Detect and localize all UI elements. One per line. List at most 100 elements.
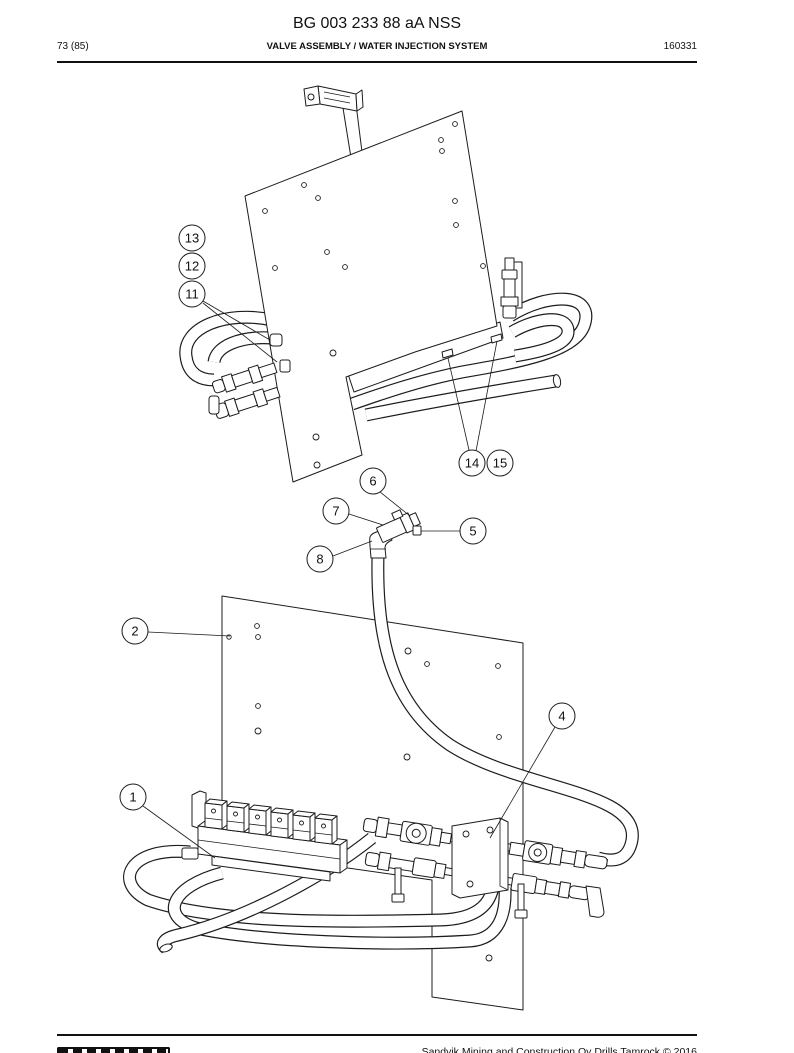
- solenoid-coils: [204, 798, 338, 845]
- coil-side: [221, 800, 228, 830]
- leader-line: [142, 805, 216, 859]
- hex-nut: [501, 269, 518, 280]
- coil-side: [331, 815, 338, 845]
- mounting-hole: [301, 182, 307, 188]
- mounting-hole: [313, 461, 321, 469]
- leader-line: [379, 491, 411, 517]
- callout-number: 6: [369, 474, 376, 489]
- lower-plate-holes: [226, 623, 502, 962]
- mounting-hole: [495, 663, 501, 669]
- callout-number: 11: [185, 287, 199, 302]
- hose-open-end: [552, 374, 562, 388]
- elbow-down: [585, 885, 605, 918]
- hex-nut: [429, 827, 443, 847]
- mounting-hole: [452, 198, 458, 204]
- clip: [391, 509, 404, 521]
- fitting-cap: [504, 257, 515, 271]
- mounting-hole: [255, 703, 261, 709]
- plug-housing: [317, 85, 358, 112]
- hose-barb: [502, 305, 517, 319]
- upper-valve-plate-assembly: [179, 85, 593, 483]
- water-hose: [372, 555, 638, 866]
- mounting-hole: [453, 222, 459, 228]
- plug-screw: [307, 93, 315, 101]
- hex-nut: [573, 850, 587, 869]
- document-number: BG 003 233 88 aA NSS: [292, 15, 462, 32]
- coil-front: [270, 811, 289, 839]
- solenoid-coil: [270, 807, 294, 839]
- plug: [412, 525, 422, 536]
- coil-band: [204, 817, 223, 821]
- valve-stem: [533, 848, 542, 857]
- bracket-hole: [486, 826, 494, 834]
- page-title: VALVE ASSEMBLY / WATER INJECTION SYSTEM: [266, 41, 488, 52]
- solenoid-coil: [292, 810, 316, 842]
- water-hose: [364, 375, 557, 421]
- mounting-hole: [404, 647, 412, 655]
- coil-screw: [211, 808, 216, 814]
- callout-circle: [119, 783, 147, 811]
- mounting-hole: [254, 623, 260, 629]
- solenoid-coil: [204, 798, 228, 830]
- coil-band: [314, 832, 333, 836]
- drain-nut: [391, 893, 405, 903]
- hose-open-end: [159, 943, 173, 953]
- hose-coupling: [369, 509, 422, 559]
- nipple: [559, 849, 577, 865]
- elbow-fitting: [364, 852, 380, 868]
- coil-screw: [299, 820, 304, 826]
- callout-number: 5: [469, 524, 476, 539]
- callout-12: 12: [178, 252, 206, 280]
- lower-valve-plate-assembly: [123, 555, 639, 1011]
- callout-4: 4: [548, 702, 576, 730]
- callout-5: 5: [459, 517, 487, 545]
- solenoid-coil: [226, 801, 250, 833]
- coil-band: [270, 826, 289, 830]
- callout-circle: [178, 224, 206, 252]
- hose-barb: [584, 854, 608, 870]
- water-hose: [208, 332, 273, 364]
- footer-rule: [57, 1034, 697, 1036]
- callout-circle: [306, 545, 334, 573]
- callout-1: 1: [119, 783, 147, 811]
- water-hose: [169, 867, 511, 949]
- coil-band: [248, 823, 267, 827]
- hex-nut: [557, 881, 572, 899]
- callout-number: 1: [129, 790, 136, 805]
- date-code: 160331: [663, 41, 697, 52]
- mounting-hole: [439, 148, 445, 154]
- plug-ribs: [323, 91, 351, 104]
- solenoid-coil: [314, 813, 338, 845]
- page-number: 73 (85): [57, 41, 89, 52]
- coil-side: [265, 806, 272, 836]
- manifold-subplate: [211, 855, 331, 882]
- coil-side: [243, 803, 250, 833]
- callout-6: 6: [359, 467, 387, 495]
- bracket-fold: [499, 818, 509, 891]
- valve-stem: [411, 828, 421, 838]
- mounting-hole: [262, 208, 268, 214]
- inlet-fitting: [181, 847, 199, 860]
- mounting-hole: [255, 634, 261, 640]
- elbow-fitting: [362, 818, 378, 834]
- leader-line: [489, 726, 556, 839]
- coil-side: [287, 809, 294, 839]
- callout-circle: [178, 280, 206, 308]
- callout-number: 12: [185, 259, 199, 274]
- footer-copyright: Sandvik Mining and Construction Oy Drill…: [421, 1046, 697, 1053]
- coil-front: [204, 802, 223, 830]
- brand-logo: [57, 1047, 170, 1053]
- header-rule: [57, 61, 697, 63]
- mounting-hole: [438, 137, 444, 143]
- mounting-hole: [403, 753, 411, 761]
- upper-right-fitting: [500, 257, 523, 319]
- coupling-tip: [408, 512, 421, 528]
- plug-nut: [269, 333, 283, 347]
- plug-side: [355, 89, 364, 112]
- callout-number: 15: [493, 456, 507, 471]
- callout-number: 7: [332, 504, 339, 519]
- leader-line: [348, 513, 384, 526]
- callout-number: 13: [185, 231, 199, 246]
- mounting-hole: [496, 734, 502, 740]
